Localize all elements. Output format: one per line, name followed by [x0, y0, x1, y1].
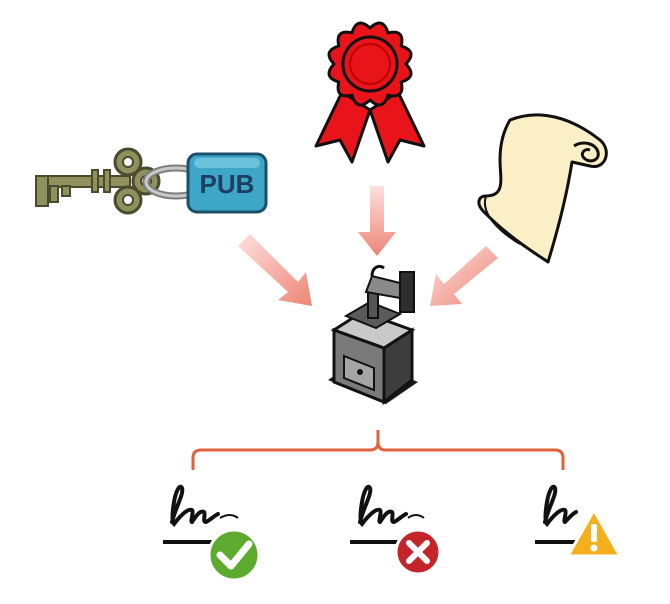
scroll-document-icon: [477, 113, 608, 264]
arrow-scroll-to-press: [430, 246, 498, 306]
ribbon-award-icon: [314, 21, 426, 164]
arrow-key-to-press: [238, 234, 312, 306]
public-key-icon: PUB: [35, 147, 268, 215]
outcome-bracket: [191, 430, 565, 470]
pub-tag-label: PUB: [200, 169, 255, 199]
press-machine-icon: [328, 264, 418, 406]
signature-invalid-icon: [350, 484, 442, 576]
signature-valid-icon: [163, 484, 261, 582]
signature-warning-icon: [535, 484, 622, 558]
arrow-ribbon-to-press: [358, 186, 396, 256]
